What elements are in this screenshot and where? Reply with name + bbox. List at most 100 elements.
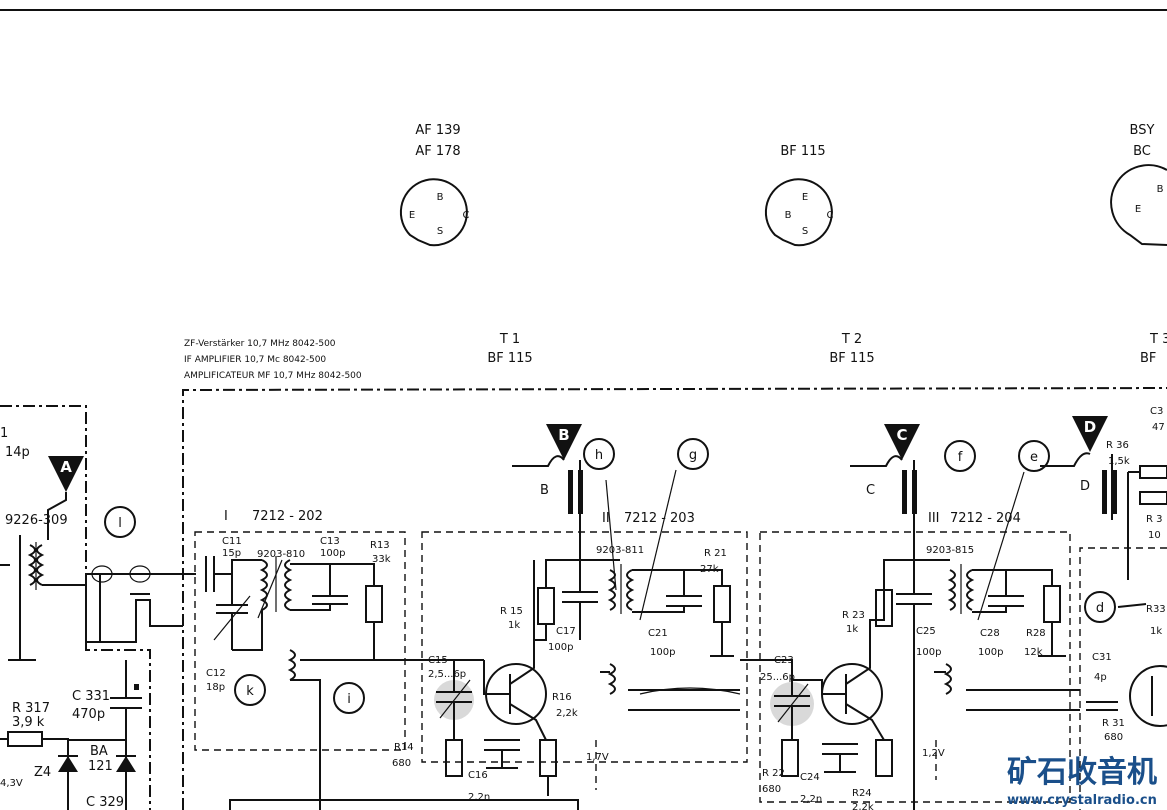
- c17-value: 100p: [548, 642, 573, 653]
- t2-id: T 2: [841, 332, 862, 347]
- v2-label: 1,2V: [922, 748, 945, 759]
- watermark-cn: 矿石收音机: [1007, 755, 1157, 790]
- test-point-b-label: B: [558, 426, 569, 444]
- header-block: ZF-Verstärker 10,7 MHz 8042-500 IF AMPLI…: [184, 339, 362, 381]
- r28-value: 12k: [1024, 647, 1043, 658]
- r15-body: [537, 587, 555, 625]
- socket-2-pin-left: B: [785, 210, 792, 221]
- circle-f-label: f: [958, 450, 963, 465]
- test-point-c-label: C: [896, 426, 907, 444]
- r22-body: [781, 739, 799, 777]
- c3x-value: 47: [1152, 422, 1165, 433]
- test-point-b: B: [546, 424, 582, 460]
- r22-value: 680: [762, 784, 781, 795]
- header-line-1: ZF-Verstärker 10,7 MHz 8042-500: [184, 339, 336, 349]
- v1-label: 1,7V: [586, 752, 609, 763]
- r3x-ref: R 3: [1146, 514, 1163, 525]
- socket-2-name: BF 115: [780, 144, 825, 159]
- r23-value: 1k: [846, 624, 858, 635]
- socket-3-outline: [1110, 164, 1167, 246]
- watermark-url: www.crystalradio.cn: [1007, 793, 1157, 808]
- circle-l-label: l: [118, 516, 122, 531]
- c331-ref: C 331: [72, 689, 110, 704]
- probe-b: [512, 455, 565, 467]
- r14-ref: R14: [394, 742, 414, 753]
- circle-f: [944, 440, 976, 472]
- r33-value: 1k: [1150, 626, 1162, 637]
- socket-3-pin-top: B: [1157, 184, 1164, 195]
- c24-ref: C24: [800, 772, 820, 783]
- c17-ref: C17: [556, 626, 576, 637]
- input-shield: [0, 405, 151, 810]
- socket-2-pin-top: E: [802, 192, 808, 203]
- r36-ref: R 36: [1106, 440, 1129, 451]
- r31-ref: R 31: [1102, 718, 1125, 729]
- r28-body: [1043, 585, 1061, 623]
- c21-value: 100p: [650, 647, 675, 658]
- r13-ref: R13: [370, 540, 390, 551]
- cap-top-ref: 1: [0, 426, 8, 441]
- c23-value: 25...6p: [760, 672, 795, 683]
- r15-value: 1k: [508, 620, 520, 631]
- r317-ref: R 317: [12, 701, 50, 716]
- c25-value: 100p: [916, 647, 941, 658]
- stage-1: C11 15p C12 18p C13 100p R13 33k: [205, 536, 484, 810]
- stage-3-num: III: [928, 511, 940, 526]
- test-point-d: D: [1072, 416, 1108, 452]
- header-line-3: AMPLIFICATEUR MF 10,7 MHz 8042-500: [184, 371, 362, 381]
- stage-3: C23 25...6p R 23 1k C25 100p C28 100p R2…: [740, 460, 1080, 810]
- z4-voltage: 4,3V: [0, 778, 23, 789]
- stage-1-num: I: [224, 509, 228, 524]
- circle-i: [333, 682, 365, 714]
- probe-b-label: B: [540, 483, 549, 498]
- stage-4: R 36 1,5k C3 47 R 3 10 R33 1k C31 4p R 3…: [1086, 406, 1167, 743]
- c12-value: 18p: [206, 682, 225, 693]
- stage-1-coil: 9203-810: [257, 549, 305, 560]
- socket-bsy: BSY BC B E: [1110, 123, 1167, 246]
- stage-2-num: II: [602, 511, 610, 526]
- probe-d-label: D: [1080, 479, 1090, 494]
- socket-1-pin-top: B: [437, 192, 444, 203]
- c12-ref: C12: [206, 668, 226, 679]
- if-amplifier-shield: [182, 387, 1167, 810]
- circle-l: [104, 506, 136, 538]
- watermark: 矿石收音机 www.crystalradio.cn: [1007, 755, 1157, 808]
- circle-d-label: d: [1096, 601, 1104, 616]
- c21-ref: C21: [648, 628, 668, 639]
- r317-value: 3,9 k: [12, 715, 45, 730]
- z4-diode: [58, 756, 78, 772]
- r14-value: 680: [392, 758, 411, 769]
- r22-ref: R 22: [762, 768, 785, 779]
- circle-e: [1018, 440, 1050, 472]
- circle-h: [583, 438, 615, 470]
- r21-body: [713, 585, 731, 623]
- t3-type: BF: [1140, 351, 1156, 366]
- c11-value: 15p: [222, 548, 241, 559]
- t1-type: BF 115: [487, 351, 532, 366]
- socket-1-pin-right: C: [463, 210, 470, 221]
- socket-3-name2: BC: [1133, 144, 1151, 159]
- r21-ref: R 21: [704, 548, 727, 559]
- circle-h-label: h: [595, 448, 603, 463]
- socket-af139: AF 139 AF 178 B E C S: [399, 123, 470, 247]
- ba-ref: BA: [90, 744, 108, 759]
- c16-ref: C16: [468, 770, 488, 781]
- z4-ref: Z4: [34, 765, 51, 780]
- input-coil-code: 9226-309: [5, 513, 68, 528]
- c329-ref: C 329: [86, 795, 124, 810]
- c23-ref: C23: [774, 655, 794, 666]
- t2-type: BF 115: [829, 351, 874, 366]
- probe-d: [1040, 452, 1091, 467]
- stage-2-box: [421, 531, 748, 763]
- c16-value: 2,2n: [468, 792, 490, 803]
- c25-ref: C25: [916, 626, 936, 637]
- socket-2-pin-bottom: S: [802, 226, 808, 237]
- probe-c: [850, 455, 903, 467]
- header-line-2: IF AMPLIFIER 10,7 Mc 8042-500: [184, 355, 326, 365]
- t3-symbol: [1129, 665, 1167, 727]
- r16-body: [539, 739, 557, 777]
- c11-ref: C11: [222, 536, 242, 547]
- test-point-d-label: D: [1084, 418, 1096, 436]
- stage-3-coil: 9203-815: [926, 545, 974, 556]
